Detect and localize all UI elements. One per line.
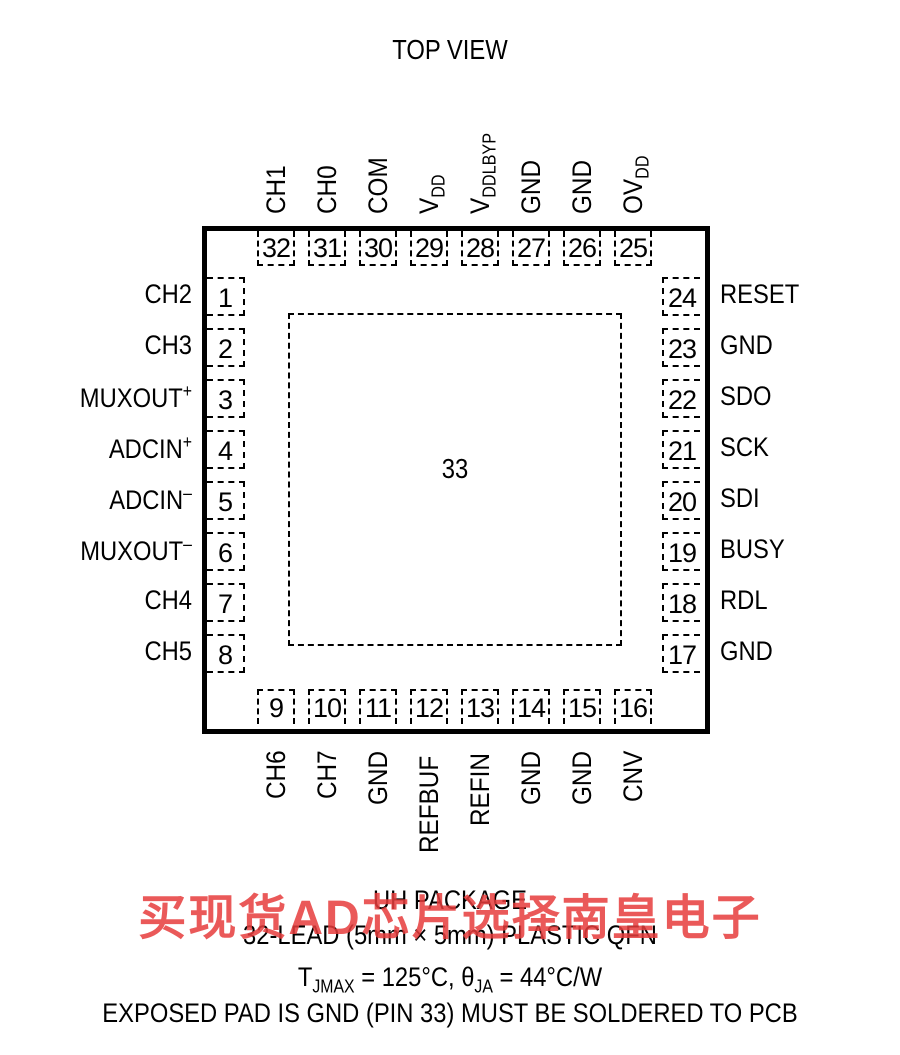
pin-25-box: 25 bbox=[614, 231, 652, 266]
pin-2-label: CH3 bbox=[144, 330, 192, 360]
pin-17-box: 17 bbox=[662, 634, 700, 673]
pin-19-box: 19 bbox=[662, 532, 700, 571]
watermark-text: 买现货AD芯片选择南皇电子 bbox=[138, 892, 762, 945]
thermal-t: T bbox=[297, 962, 313, 992]
pin-29-label: VDD bbox=[414, 174, 449, 214]
pin-5-box: 5 bbox=[207, 481, 245, 520]
package-lead: 32-LEAD (5mm × 5mm) PLASTIC QFN bbox=[243, 920, 657, 950]
pin-7-label: CH4 bbox=[144, 585, 192, 615]
pin-30-box: 30 bbox=[359, 231, 397, 266]
pin-18-label: RDL bbox=[720, 585, 768, 615]
pin-3-label: MUXOUT+ bbox=[79, 381, 192, 413]
pin-8-box: 8 bbox=[207, 634, 245, 673]
pin-12-label: REFBUF bbox=[414, 755, 444, 853]
pin-26-box: 26 bbox=[563, 231, 601, 266]
pin-27-box: 27 bbox=[512, 231, 550, 266]
pin-17-label: GND bbox=[720, 636, 773, 666]
pin-28-label: VDDLBYP bbox=[465, 132, 500, 214]
pin-20-label: SDI bbox=[720, 483, 760, 513]
pin-24-box: 24 bbox=[662, 277, 700, 316]
pin-2-box: 2 bbox=[207, 328, 245, 367]
thermal-end: = 44°C/W bbox=[492, 962, 603, 992]
pin-15-label: GND bbox=[567, 751, 597, 805]
pin-19-label: BUSY bbox=[720, 534, 785, 564]
pin-13-label: REFIN bbox=[465, 753, 495, 826]
thermal-mid: = 125°C, θ bbox=[354, 962, 475, 992]
package-name: UH PACKAGE bbox=[372, 885, 528, 915]
thermal-spec: TJMAX = 125°C, θJA = 44°C/W bbox=[54, 962, 846, 997]
pin-24-label: RESET bbox=[720, 279, 800, 309]
thermal-theta-sub: JA bbox=[474, 976, 493, 997]
pin-21-label: SCK bbox=[720, 432, 769, 462]
pin-31-label: CH0 bbox=[312, 165, 342, 214]
exposed-pad bbox=[288, 313, 622, 646]
pin-4-label: ADCIN+ bbox=[108, 432, 192, 464]
pin-23-box: 23 bbox=[662, 328, 700, 367]
exposed-pad-number: 33 bbox=[441, 453, 469, 484]
pin-27-label: GND bbox=[516, 160, 546, 214]
pin-4-box: 4 bbox=[207, 430, 245, 469]
pin-21-box: 21 bbox=[662, 430, 700, 469]
chip-outline bbox=[202, 226, 710, 734]
pin-10-box: 10 bbox=[308, 689, 346, 724]
pin-32-box: 32 bbox=[257, 231, 295, 266]
pin-9-label: CH6 bbox=[261, 750, 291, 800]
pin-14-box: 14 bbox=[512, 689, 550, 724]
pin-18-box: 18 bbox=[662, 583, 700, 622]
pin-6-label: MUXOUT– bbox=[80, 534, 192, 566]
pin-26-label: GND bbox=[567, 160, 597, 214]
pin-30-label: COM bbox=[363, 157, 393, 214]
pin-31-box: 31 bbox=[308, 231, 346, 266]
pin-23-label: GND bbox=[720, 330, 773, 360]
pin-25-label: OVDD bbox=[618, 155, 653, 214]
pin-14-label: GND bbox=[516, 751, 546, 805]
pin-3-box: 3 bbox=[207, 379, 245, 418]
diagram-title: TOP VIEW bbox=[392, 34, 508, 65]
pin-12-box: 12 bbox=[410, 689, 448, 724]
pin-10-label: CH7 bbox=[312, 750, 342, 800]
pin-13-box: 13 bbox=[461, 689, 499, 724]
pin-1-box: 1 bbox=[207, 277, 245, 316]
pin-15-box: 15 bbox=[563, 689, 601, 724]
pin-11-label: GND bbox=[363, 751, 393, 805]
exposed-pad-note: EXPOSED PAD IS GND (PIN 33) MUST BE SOLD… bbox=[102, 998, 798, 1028]
pin-28-box: 28 bbox=[461, 231, 499, 266]
pin-16-label: CNV bbox=[618, 750, 648, 803]
pin-16-box: 16 bbox=[614, 689, 652, 724]
pin-9-box: 9 bbox=[257, 689, 295, 724]
pin-22-label: SDO bbox=[720, 381, 772, 411]
thermal-t-sub: JMAX bbox=[312, 976, 355, 997]
pin-6-box: 6 bbox=[207, 532, 245, 571]
pin-5-label: ADCIN– bbox=[109, 483, 192, 515]
pin-11-box: 11 bbox=[359, 689, 397, 724]
pin-32-label: CH1 bbox=[261, 165, 291, 214]
pin-29-box: 29 bbox=[410, 231, 448, 266]
pin-8-label: CH5 bbox=[144, 636, 192, 666]
pin-20-box: 20 bbox=[662, 481, 700, 520]
pin-7-box: 7 bbox=[207, 583, 245, 622]
pin-1-label: CH2 bbox=[144, 279, 192, 309]
pin-22-box: 22 bbox=[662, 379, 700, 418]
